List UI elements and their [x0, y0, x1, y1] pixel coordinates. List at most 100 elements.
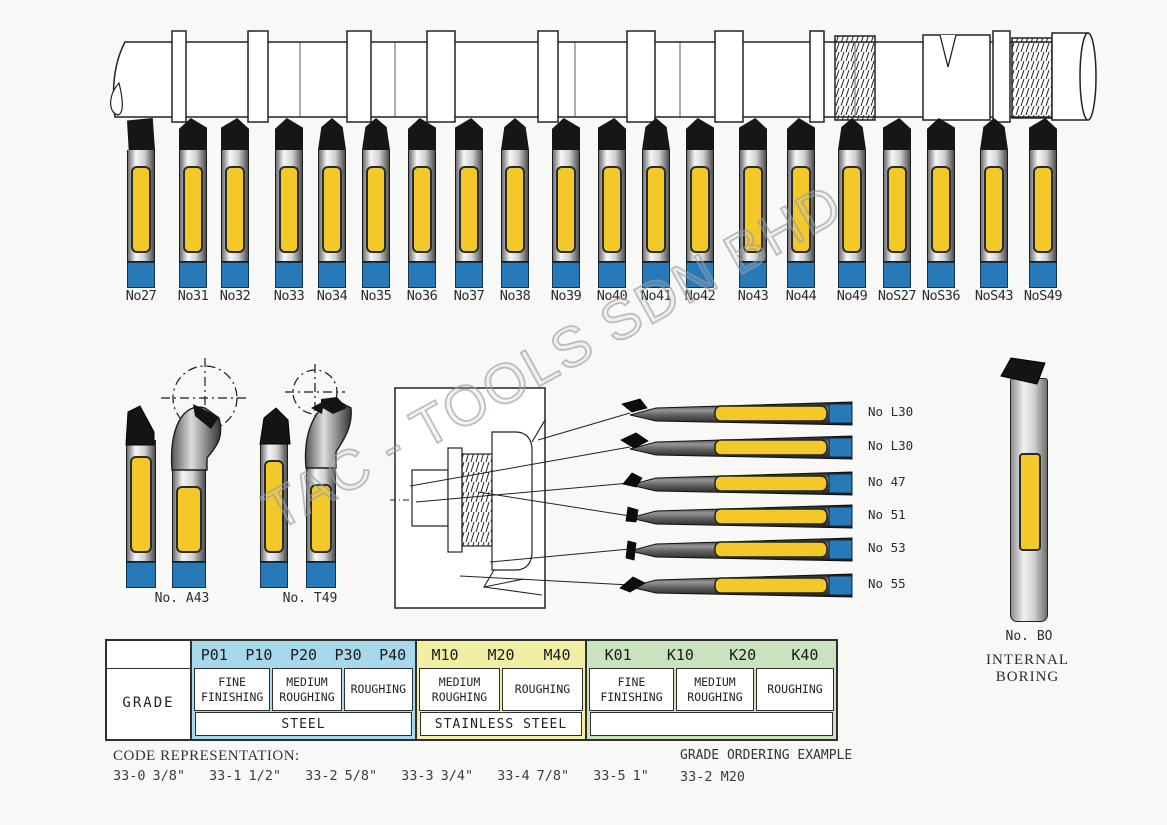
- tool-base: [127, 262, 155, 288]
- boring-bar-illustration: [619, 573, 853, 598]
- tool-label: No49: [836, 288, 868, 304]
- tool-label: No41: [640, 288, 672, 304]
- application-cell: ROUGHING: [343, 668, 413, 711]
- material-row: STAINLESS STEEL: [417, 711, 585, 737]
- size-value: 3/4": [440, 768, 474, 784]
- tool-shank: [739, 150, 767, 262]
- tool-label: No43: [737, 288, 769, 304]
- tool-tip: [642, 118, 670, 150]
- tool-shank: [838, 150, 866, 262]
- tool-shank: [126, 440, 156, 562]
- material-cell: [590, 712, 833, 736]
- tool-insert: [646, 166, 666, 253]
- turning-tool: [838, 118, 866, 288]
- tool-base: [787, 262, 815, 288]
- tool-shank: [501, 150, 529, 262]
- tool-tip: [1029, 118, 1057, 150]
- detail-tools-illustration: [125, 358, 352, 471]
- tool-insert: [264, 460, 284, 553]
- tool-insert: [602, 166, 622, 253]
- grade-label: K40: [791, 645, 819, 664]
- tool-base: [838, 262, 866, 288]
- tool-base: [126, 562, 156, 588]
- tool-base: [260, 562, 288, 588]
- grade-label: M10: [431, 645, 459, 664]
- turning-tool: [501, 118, 529, 288]
- ordering-example-title: GRADE ORDERING EXAMPLE: [680, 748, 853, 763]
- material-row: STEEL: [192, 711, 415, 737]
- tool-label: No40: [596, 288, 628, 304]
- tool-label: No35: [360, 288, 392, 304]
- tool-label: NoS49: [1023, 288, 1063, 304]
- tool-base: [980, 262, 1008, 288]
- application-cell: ROUGHING: [755, 668, 835, 711]
- tool-label: No34: [316, 288, 348, 304]
- tool-tip: [179, 118, 207, 150]
- tool-label: No32: [219, 288, 251, 304]
- tool-shank: [642, 150, 670, 262]
- grade-label: K10: [666, 645, 694, 664]
- code-value: 33-5: [593, 768, 626, 784]
- tool-label: No44: [785, 288, 817, 304]
- tool-shank: [980, 150, 1008, 262]
- tool-insert: [366, 166, 386, 253]
- tool-insert: [743, 166, 763, 253]
- tool-shank: [686, 150, 714, 262]
- tool-label: NoS36: [921, 288, 961, 304]
- turning-tool: [362, 118, 390, 288]
- turning-tool: [787, 118, 815, 288]
- tool-base: [179, 262, 207, 288]
- tool-base: [455, 262, 483, 288]
- tool-tip: [362, 118, 390, 150]
- boring-bar-label: No L30: [868, 438, 914, 453]
- grade-label: K20: [729, 645, 757, 664]
- application-cell: MEDIUM ROUGHING: [272, 668, 342, 711]
- code-value: 33-1: [209, 768, 242, 784]
- tool-base: [306, 562, 336, 588]
- tool-insert: [505, 166, 525, 253]
- tool-shank: [306, 468, 336, 562]
- tool-label: No31: [177, 288, 209, 304]
- grade-label: P30: [334, 645, 362, 664]
- tool-tip: [787, 118, 815, 150]
- tool-tip: [127, 118, 155, 150]
- tool-tip: [739, 118, 767, 150]
- tool-label: NoS27: [877, 288, 917, 304]
- tool-shank: [408, 150, 436, 262]
- turning-tool: [642, 118, 670, 288]
- tool-shank: [927, 150, 955, 262]
- tool-base: [598, 262, 626, 288]
- tool-base: [318, 262, 346, 288]
- tool-shank: [552, 150, 580, 262]
- tool-tip: [927, 118, 955, 150]
- tool-base: [172, 562, 206, 588]
- tool-label: No42: [684, 288, 716, 304]
- tool-label: No33: [273, 288, 305, 304]
- code-value: 33-2: [305, 768, 338, 784]
- internal-boring-tip: [1000, 357, 1046, 385]
- size-value: 7/8": [536, 768, 570, 784]
- tool-label: No38: [499, 288, 531, 304]
- grade-label: P01: [200, 645, 228, 664]
- boring-bar-label: No 47: [868, 474, 906, 489]
- material-cell: STAINLESS STEEL: [420, 712, 582, 736]
- tool-tip: [408, 118, 436, 150]
- turning-tool: [455, 118, 483, 288]
- tool-shank: [362, 150, 390, 262]
- boring-bar-illustration: [625, 537, 853, 562]
- turning-tool: [318, 118, 346, 288]
- tool-insert: [279, 166, 299, 253]
- tool-base: [221, 262, 249, 288]
- turning-tool: [408, 118, 436, 288]
- tool-insert: [322, 166, 342, 253]
- grade-label: K01: [604, 645, 632, 664]
- tool-tip: [501, 118, 529, 150]
- turning-tool: [686, 118, 714, 288]
